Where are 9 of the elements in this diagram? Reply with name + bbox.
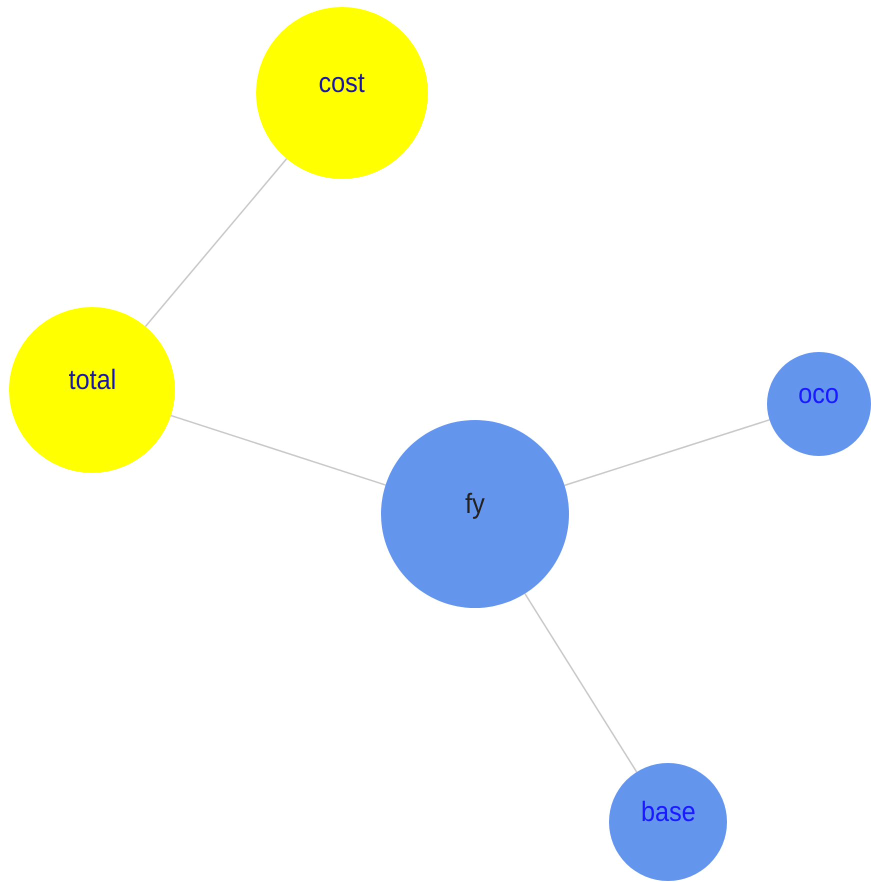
node-label: fy (465, 488, 485, 520)
node-label: oco (798, 378, 840, 410)
connector-line (564, 419, 770, 486)
connector-line (144, 158, 288, 327)
node-label: total (68, 364, 116, 396)
node-label: cost (318, 67, 366, 99)
node-label: base (640, 796, 696, 828)
connector-line (170, 414, 386, 486)
connector-line (524, 593, 638, 772)
